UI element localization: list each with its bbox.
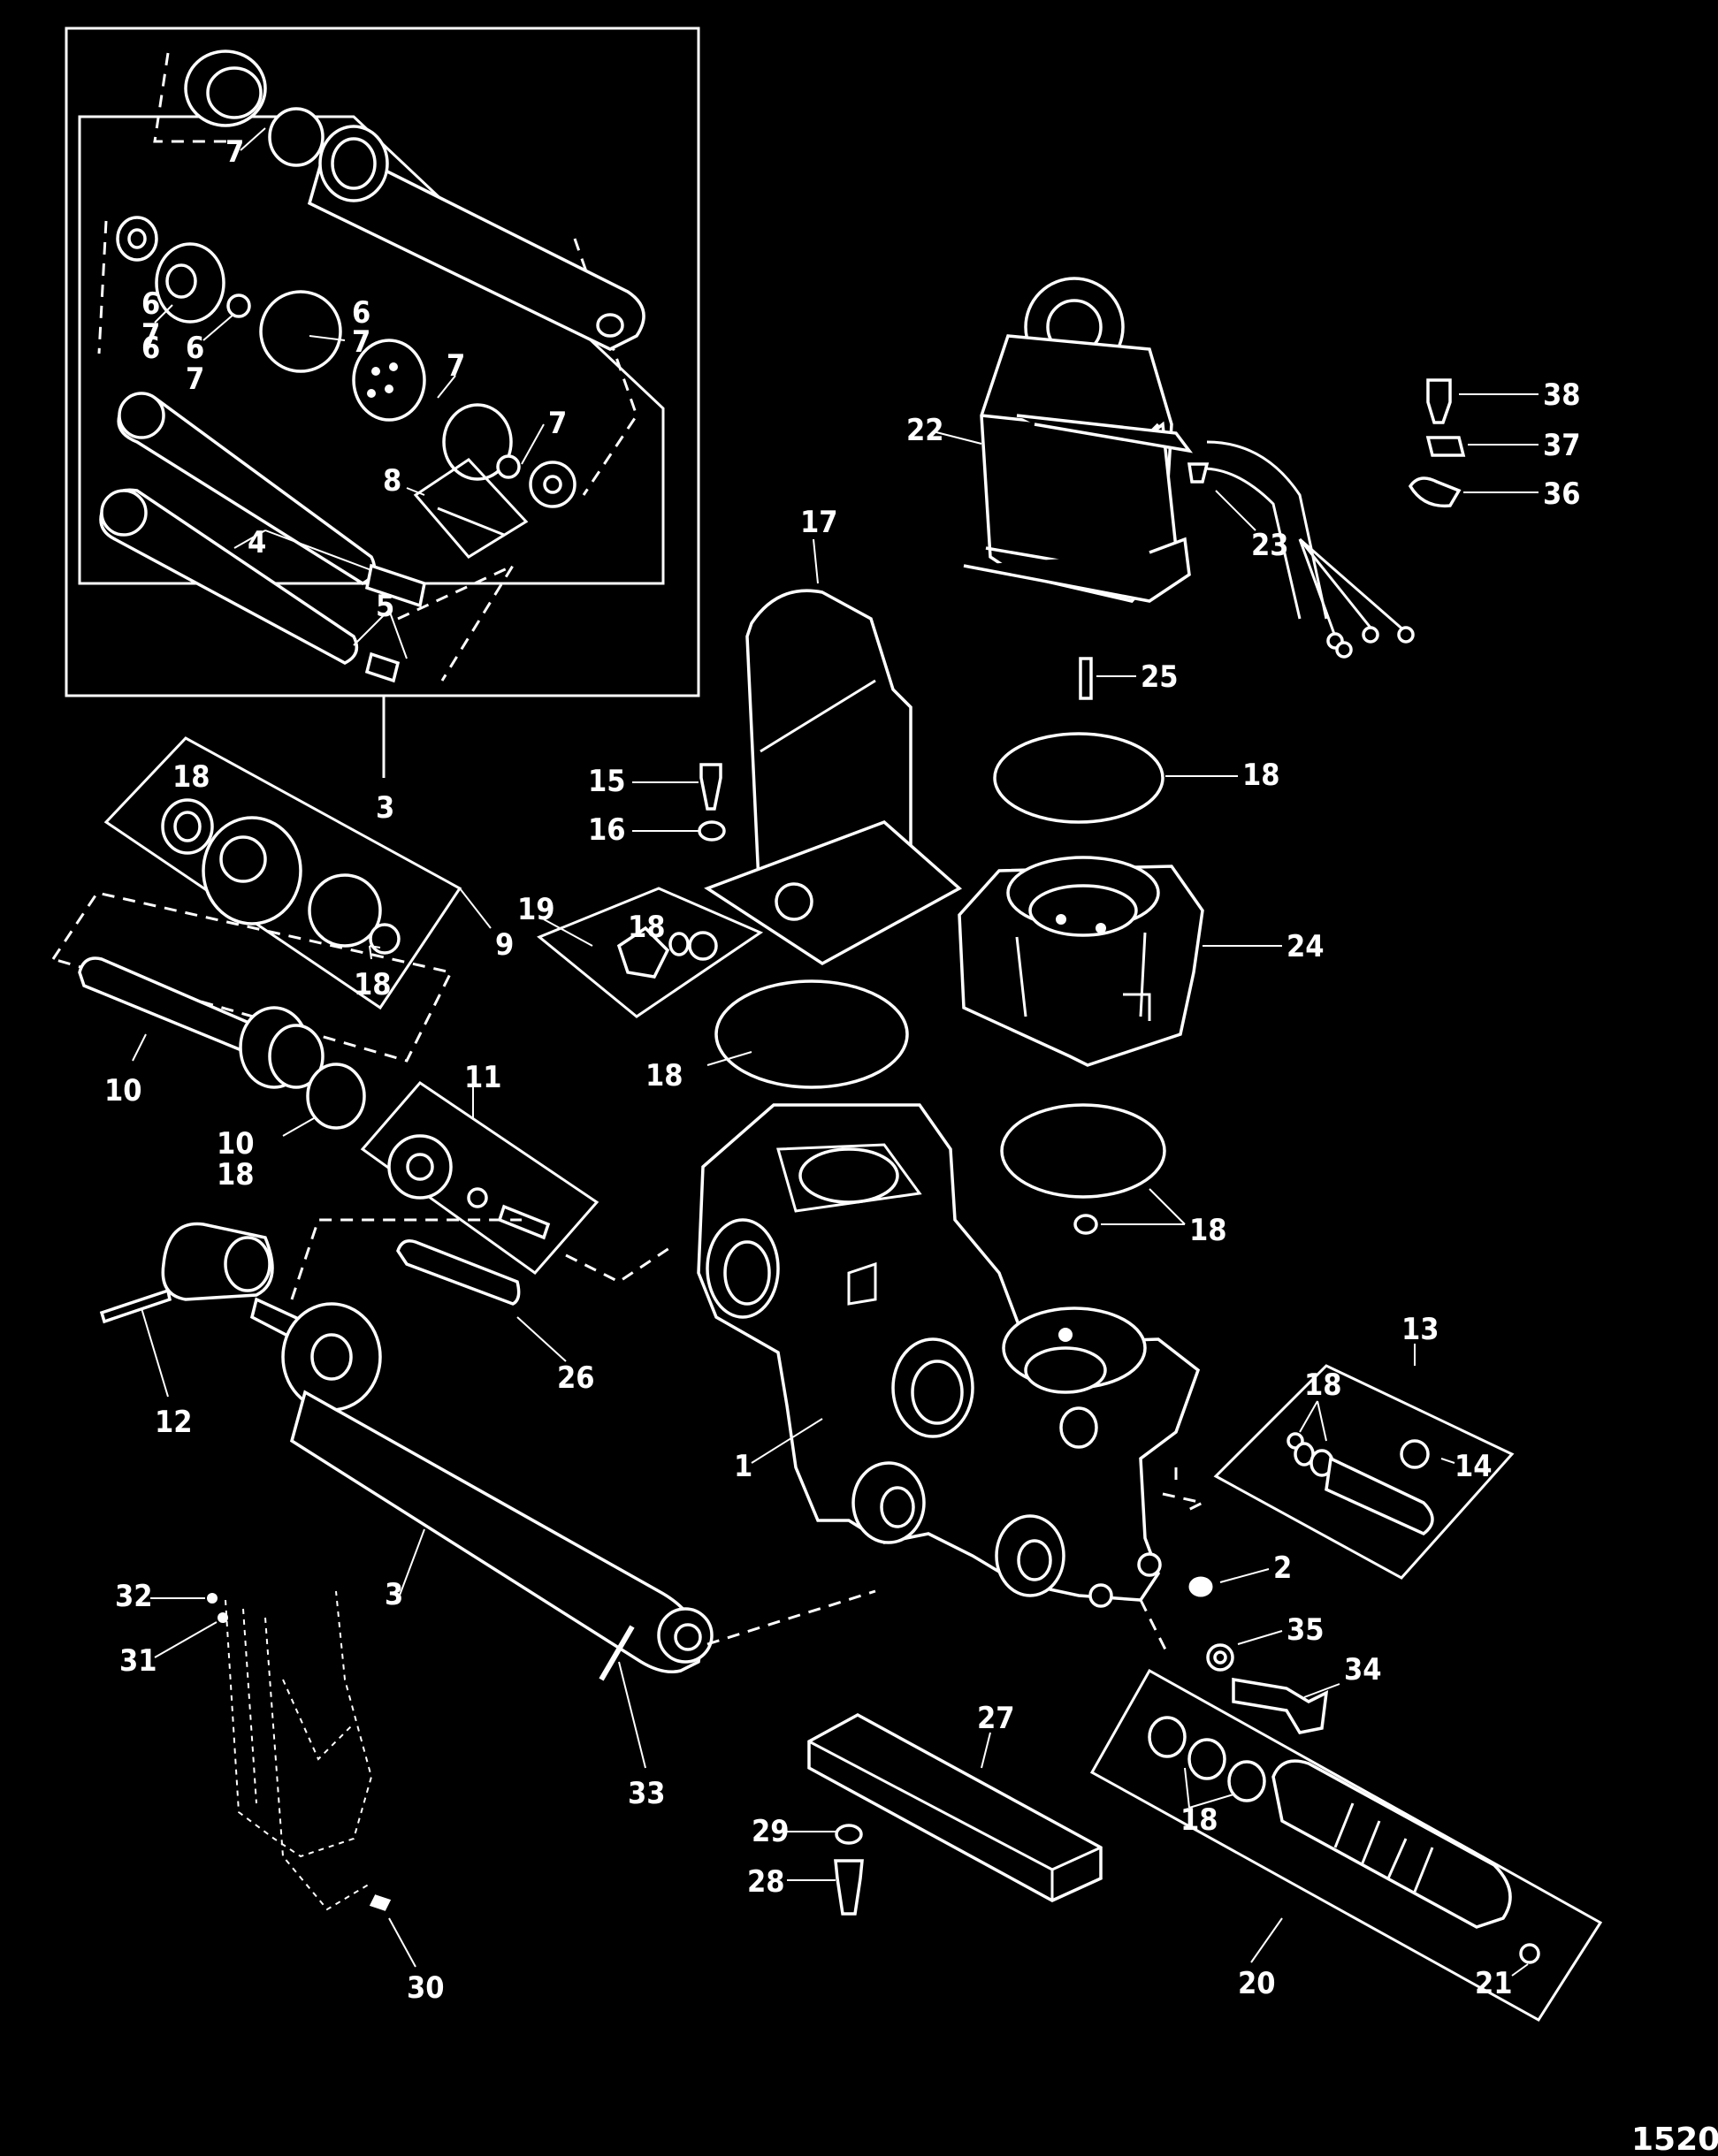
callout-24: 24 [1287,929,1325,964]
callout-19: 19 [517,892,555,927]
callout-33: 33 [628,1776,666,1811]
cylinder-3 [161,1218,876,1673]
plate-27 [807,1713,1103,1902]
o-ring-18-upper [993,732,1164,824]
callout-18: 18 [645,1058,683,1093]
callout-34: 34 [1344,1652,1382,1687]
callout-4: 4 [248,525,266,560]
pump-24 [958,856,1282,1067]
figure-number: 15201 [1631,2122,1718,2156]
callout-7: 7 [548,406,567,441]
callout-18: 18 [1242,758,1280,793]
callout-7: 7 [352,324,370,360]
callout-18: 18 [172,759,210,795]
callout-26: 26 [557,1360,595,1396]
callout-7: 7 [447,348,465,384]
callout-25: 25 [1141,659,1179,695]
callout-3: 3 [376,790,394,826]
screws-36-38 [1408,378,1539,508]
callout-14: 14 [1455,1449,1493,1484]
callout-2: 2 [1273,1550,1292,1586]
callout-labels: 7 6 7 6 6 7 6 7 7 7 8 4 5 3 18 18 9 10 1… [104,134,1718,2156]
callout-20: 20 [1238,1966,1276,2001]
kit-19 [537,887,764,1018]
pin-12 [99,1288,172,1324]
kit-9 [103,736,492,1010]
callout-6: 6 [141,286,160,322]
callout-32: 32 [115,1579,153,1614]
reservoir-17 [704,538,963,966]
kit-20 [1089,1668,1603,2022]
callout-31: 31 [119,1643,157,1679]
callout-6: 6 [352,295,370,331]
callout-16: 16 [588,812,626,848]
callout-18: 18 [1180,1802,1218,1838]
callout-11: 11 [464,1060,502,1095]
callout-6: 6 [141,331,160,366]
callout-7: 7 [225,134,244,170]
callout-22: 22 [906,413,944,448]
callout-9: 9 [495,927,514,963]
callout-10: 10 [104,1073,142,1108]
kit-13 [1213,1344,1515,1580]
o-ring-18-right [1000,1103,1166,1199]
callout-15: 15 [588,764,626,799]
callout-17: 17 [800,505,838,540]
callout-35: 35 [1287,1612,1325,1648]
cylinder-kit-inset [65,27,700,778]
callout-38: 38 [1543,377,1581,413]
pin-26 [396,1239,521,1306]
motor-22 [932,277,1415,659]
bracket-30 [150,1590,416,1968]
kit-11 [360,1081,673,1284]
callout-8: 8 [383,463,401,499]
callout-23: 23 [1251,528,1289,563]
callout-21: 21 [1475,1966,1513,2001]
o-ring-18-lower [714,979,909,1089]
callout-1: 1 [734,1449,752,1484]
callout-36: 36 [1543,476,1581,512]
pump-body-1 [697,1103,1207,1654]
callout-18: 18 [1189,1213,1227,1248]
callout-7: 7 [186,362,204,397]
callout-37: 37 [1543,428,1581,463]
callout-7: 7 [141,317,160,353]
callout-18: 18 [354,967,392,1002]
callout-18: 18 [1304,1367,1342,1403]
callout-27: 27 [977,1701,1015,1736]
callout-30: 30 [407,1970,445,2006]
callout-5: 5 [376,589,394,624]
pin-25 [1079,657,1093,700]
callout-18: 18 [628,910,666,945]
callout-13: 13 [1401,1312,1439,1347]
callout-18: 18 [217,1157,255,1192]
rod-10 [50,891,454,1137]
callout-3: 3 [385,1577,403,1612]
callout-12: 12 [155,1405,193,1440]
callout-10: 10 [217,1126,255,1162]
callout-29: 29 [752,1814,790,1849]
callout-6: 6 [186,331,204,366]
callout-28: 28 [747,1864,785,1900]
